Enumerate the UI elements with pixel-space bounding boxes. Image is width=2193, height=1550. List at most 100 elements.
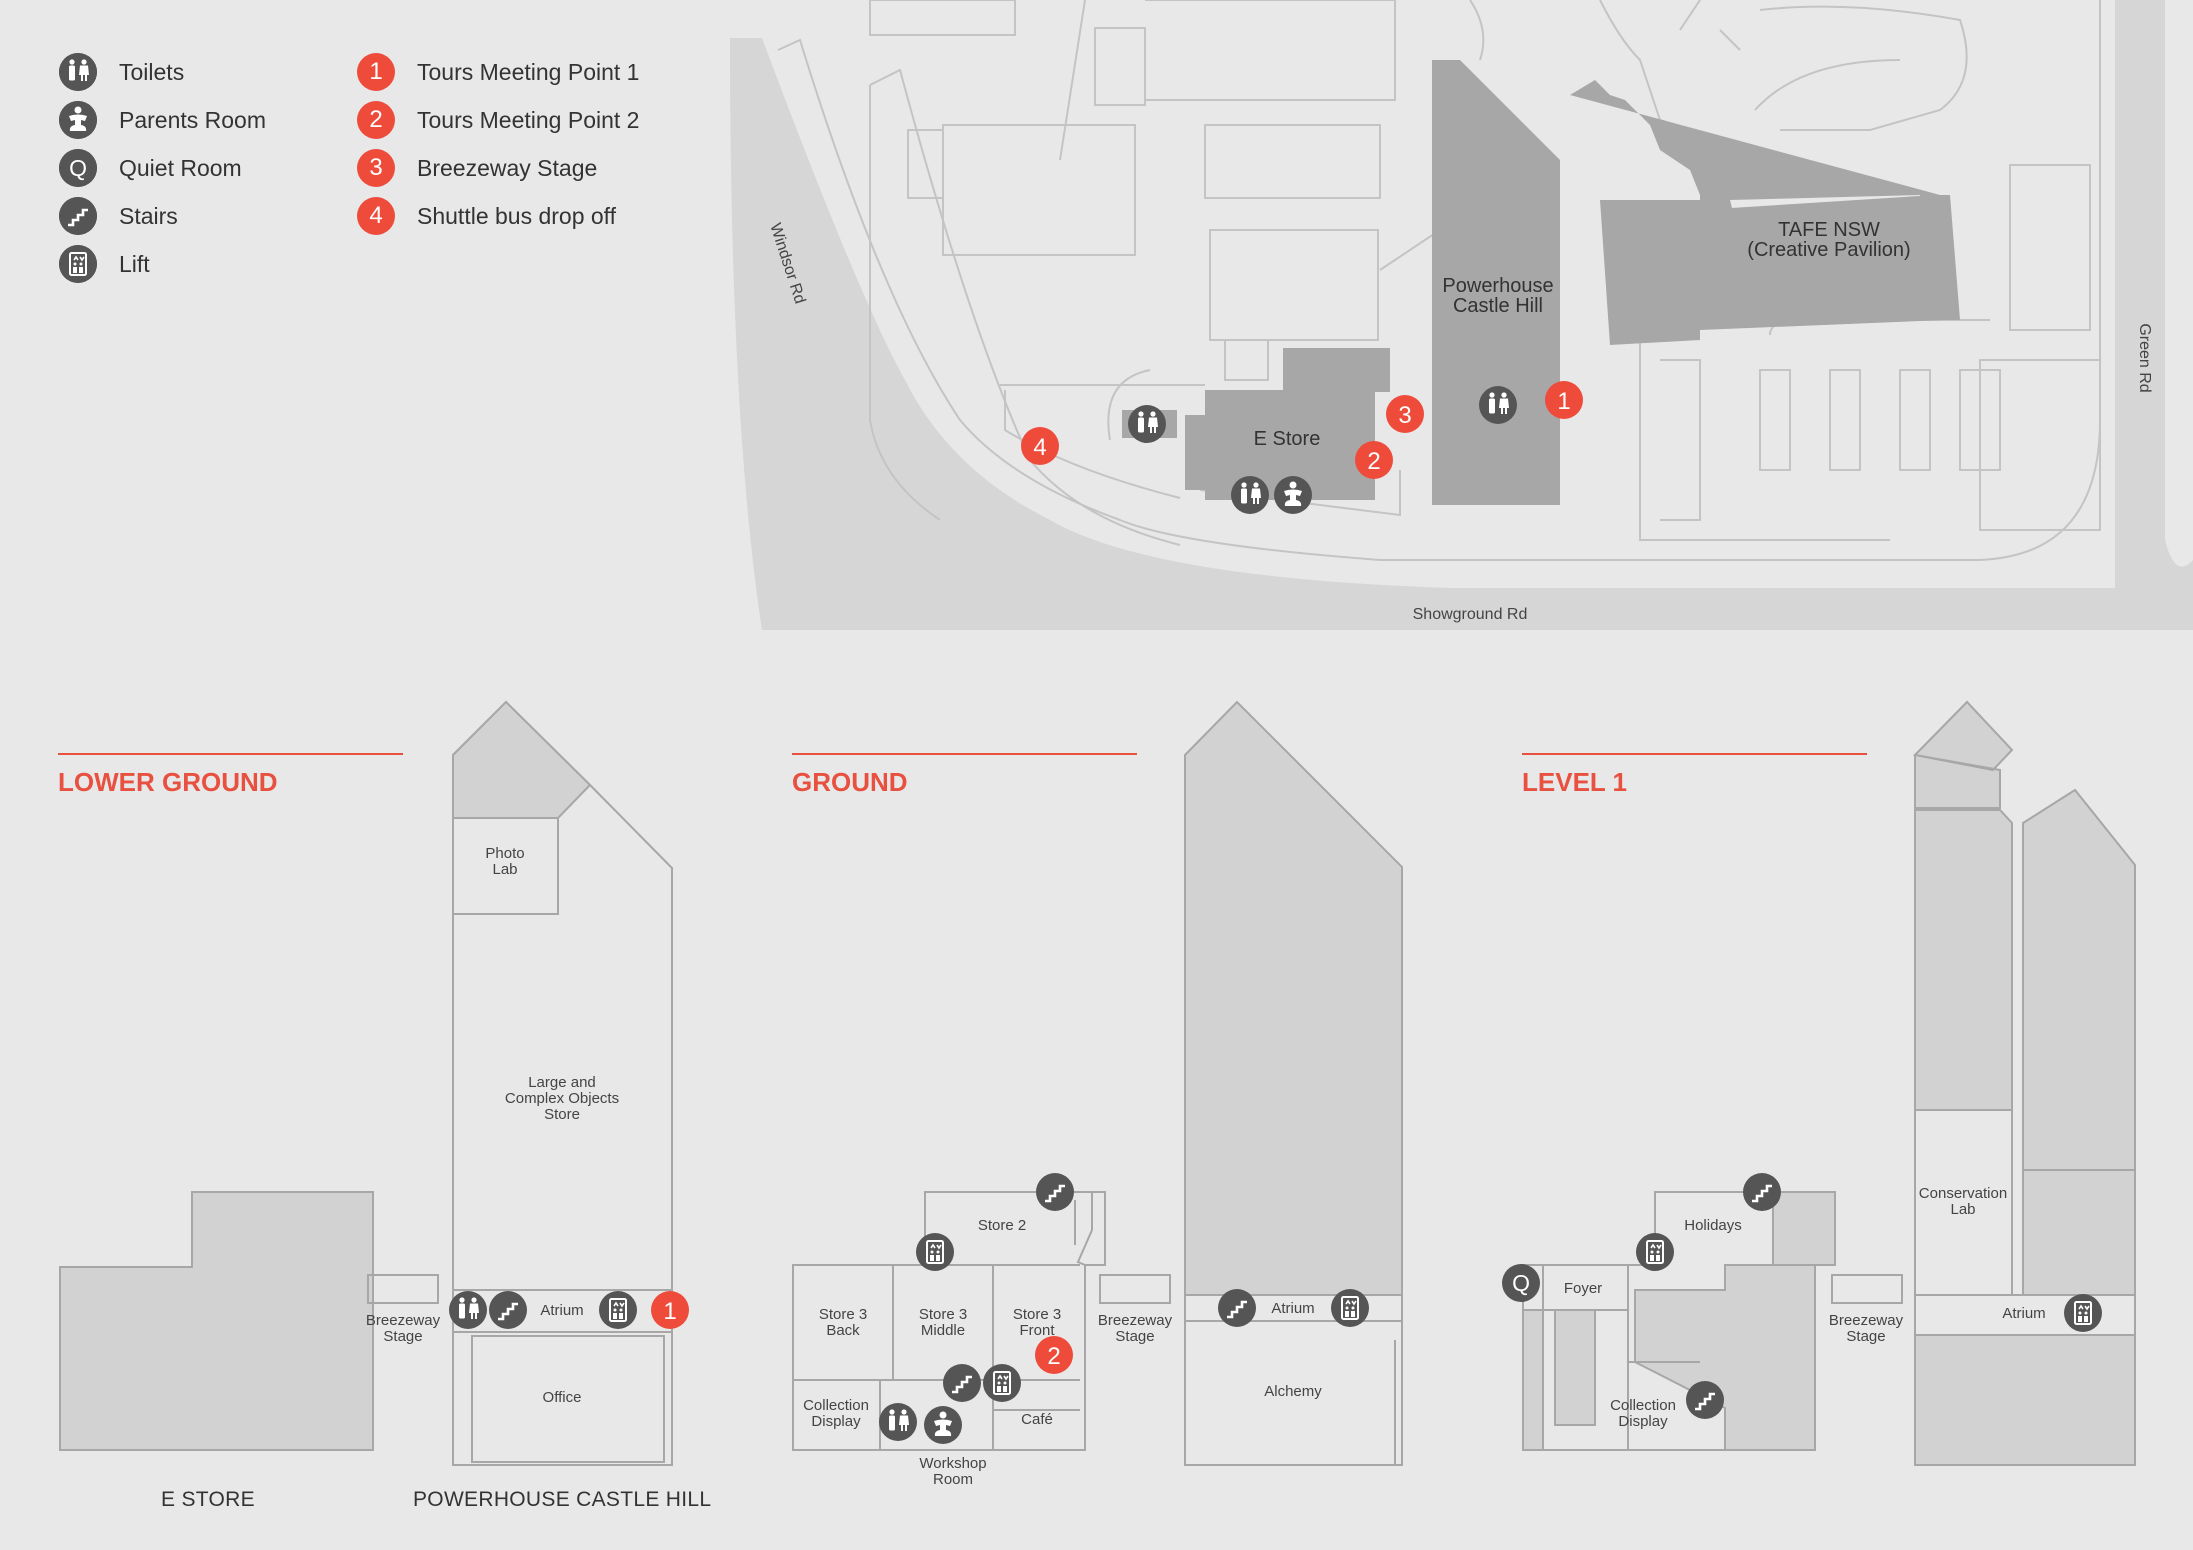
road-showground: Showground Rd	[1413, 606, 1528, 623]
room-breezeway: Breezeway	[1098, 1312, 1173, 1329]
stairs-icon	[1034, 1171, 1076, 1213]
room-atrium: Atrium	[2002, 1305, 2045, 1322]
floor-lower-ground	[59, 700, 673, 1466]
lift-icon	[598, 1290, 638, 1330]
point-number-badge: 1	[357, 53, 395, 91]
title-rule	[58, 753, 403, 755]
svg-text:2: 2	[1047, 1343, 1060, 1370]
room-breezeway: Breezeway	[1829, 1312, 1904, 1329]
legend-item: 1 Tours Meeting Point 1	[357, 52, 639, 92]
floor-title-level1: LEVEL 1	[1522, 767, 1628, 797]
legend-label: Quiet Room	[119, 154, 242, 181]
point-number-badge: 3	[357, 149, 395, 187]
room-foyer: Foyer	[1564, 1280, 1602, 1297]
building-powerhouse-line2: Castle Hill	[1453, 295, 1543, 317]
svg-text:3: 3	[1398, 402, 1411, 429]
room-photo-lab: Lab	[492, 861, 517, 878]
room-collection-display: Collection	[803, 1397, 869, 1414]
title-rule	[1522, 753, 1867, 755]
quiet-room-icon	[1502, 1264, 1540, 1302]
lower-ground-room-labels: Photo Lab Large and Complex Objects Stor…	[366, 845, 619, 1406]
room-breezeway: Stage	[1846, 1328, 1885, 1345]
lift-icon	[1635, 1232, 1675, 1272]
toilets-icon	[1479, 386, 1517, 424]
map-point-markers: 1 2 3 4 1 2	[651, 381, 1583, 1374]
estore-lg	[59, 1191, 374, 1451]
ground-room-labels: Store 2 Store 3 Back Store 3 Middle Stor…	[803, 1217, 1322, 1488]
site-map	[730, 0, 2193, 630]
building-powerhouse-line1: Powerhouse	[1442, 275, 1553, 297]
legend-item: Lift	[59, 244, 150, 284]
room-holidays: Holidays	[1684, 1217, 1742, 1234]
legend-label: Lift	[119, 250, 150, 277]
stairs-icon	[59, 197, 97, 235]
parents-room-icon	[1274, 476, 1312, 514]
legend-item: Quiet Room	[59, 148, 242, 188]
building-estore: E Store	[1254, 428, 1321, 450]
room-cafe: Café	[1021, 1411, 1053, 1428]
room-large-objects: Complex Objects	[505, 1090, 619, 1107]
toilets-icon	[449, 1291, 487, 1329]
svg-text:1: 1	[1557, 388, 1570, 415]
room-alchemy: Alchemy	[1264, 1383, 1322, 1400]
toilets-icon	[1128, 405, 1166, 443]
svg-text:4: 4	[1033, 434, 1046, 461]
legend-item: Stairs	[59, 196, 178, 236]
room-large-objects: Store	[544, 1106, 580, 1123]
legend-label: Toilets	[119, 58, 185, 85]
room-photo-lab: Photo	[485, 845, 524, 862]
marker-2: 2	[1035, 1336, 1073, 1374]
stairs-icon	[941, 1362, 983, 1404]
room-workshop: Workshop	[919, 1455, 986, 1472]
lift-icon	[2063, 1293, 2103, 1333]
legend-item: 4 Shuttle bus drop off	[357, 196, 616, 236]
room-atrium: Atrium	[540, 1302, 583, 1319]
room-conservation-lab: Conservation	[1919, 1185, 2007, 1202]
svg-text:1: 1	[663, 1298, 676, 1325]
lift-icon	[59, 245, 97, 283]
marker-1: 1	[1545, 381, 1583, 419]
parents-room-icon	[924, 1406, 962, 1444]
legend-item: 2 Tours Meeting Point 2	[357, 100, 639, 140]
parents-room-icon	[59, 101, 97, 139]
marker-2: 2	[1355, 441, 1393, 479]
toilets-icon	[1231, 476, 1269, 514]
room-conservation-lab: Lab	[1950, 1201, 1975, 1218]
room-collection-display: Display	[1618, 1413, 1668, 1430]
floor-title-lower-ground: LOWER GROUND	[58, 767, 278, 797]
legend-item: 3 Breezeway Stage	[357, 148, 597, 188]
room-store3-back: Back	[826, 1322, 860, 1339]
room-workshop: Room	[933, 1471, 973, 1488]
stairs-icon	[487, 1289, 529, 1331]
building-label-estore: E STORE	[161, 1488, 255, 1511]
legend-item: Parents Room	[59, 100, 266, 140]
stairs-icon	[1741, 1171, 1783, 1213]
legend-label: Tours Meeting Point 1	[417, 58, 640, 85]
floor-ground	[792, 700, 1403, 1466]
road-green: Green Rd	[2136, 323, 2153, 392]
room-breezeway: Stage	[1115, 1328, 1154, 1345]
legend-label: Shuttle bus drop off	[417, 202, 617, 229]
level1-room-labels: Holidays Foyer Collection Display Breeze…	[1564, 1185, 2046, 1430]
building-label-powerhouse: POWERHOUSE CASTLE HILL	[413, 1488, 712, 1511]
legend-label: Breezeway Stage	[417, 154, 598, 181]
point-number-badge: 2	[357, 101, 395, 139]
lift-icon	[915, 1232, 955, 1272]
room-store3-back: Store 3	[819, 1306, 867, 1323]
marker-3: 3	[1386, 395, 1424, 433]
room-store3-middle: Store 3	[919, 1306, 967, 1323]
room-store2: Store 2	[978, 1217, 1026, 1234]
floor-title-ground: GROUND	[792, 767, 908, 797]
quiet-room-icon	[59, 149, 97, 187]
marker-4: 4	[1021, 427, 1059, 465]
legend-label: Tours Meeting Point 2	[417, 106, 640, 133]
room-collection-display: Display	[811, 1413, 861, 1430]
room-store3-front: Store 3	[1013, 1306, 1061, 1323]
legend-label: Parents Room	[119, 106, 267, 133]
room-store3-middle: Middle	[921, 1322, 965, 1339]
marker-1: 1	[651, 1291, 689, 1329]
room-large-objects: Large and	[528, 1074, 596, 1091]
room-atrium: Atrium	[1271, 1300, 1314, 1317]
point-number-badge: 4	[357, 197, 395, 235]
lift-icon	[1330, 1288, 1370, 1328]
